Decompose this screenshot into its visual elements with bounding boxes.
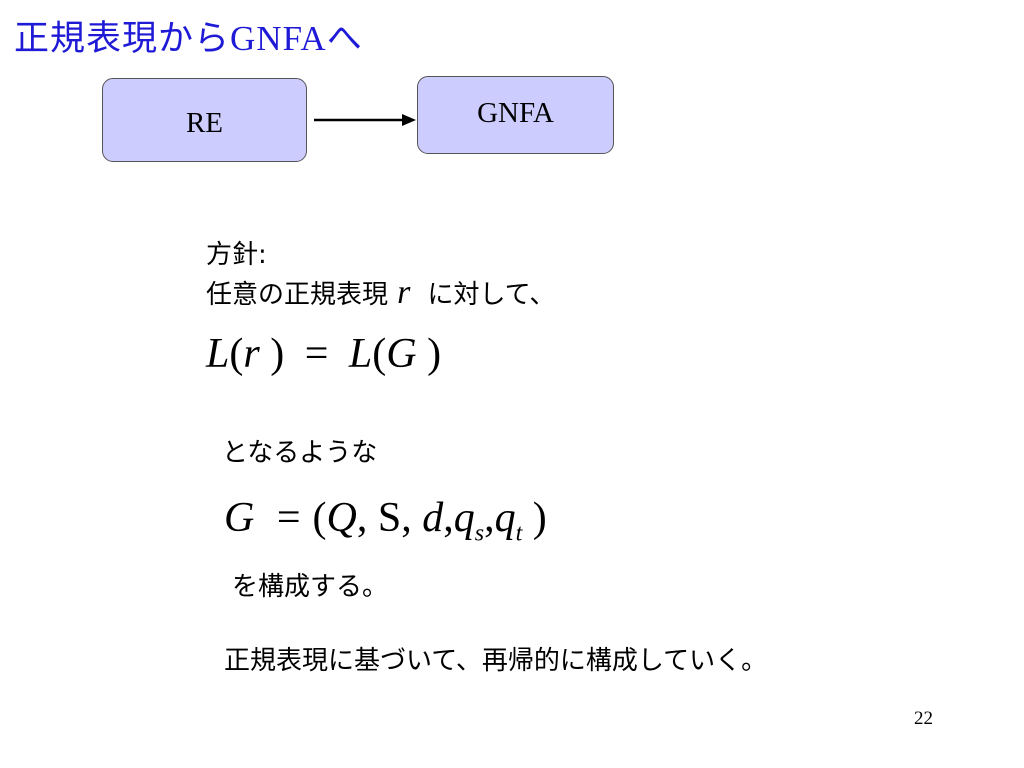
construct-text: を構成する。 xyxy=(232,572,389,602)
policy-label: 方針: xyxy=(206,240,267,270)
eq1-equals: = xyxy=(304,331,329,377)
right-arrow-icon xyxy=(314,112,418,128)
page-number: 22 xyxy=(914,708,933,729)
eq2-sub-s: s xyxy=(474,520,485,547)
title-jp: 正規表現から xyxy=(14,19,231,59)
eq1-lhs-fn: L xyxy=(206,331,230,377)
eq1-rhs-arg: G xyxy=(386,331,417,377)
slide-title: 正規表現からGNFAへ xyxy=(14,10,363,61)
equation-language: L(r ) = L(G ) xyxy=(206,331,442,377)
eq2-qs: q xyxy=(453,495,475,541)
eq2-lhs: G xyxy=(224,495,255,541)
equation-gnfa-tuple: G =(Q, S, d,qs,qt ) xyxy=(224,495,547,547)
line1-post: に対して、 xyxy=(427,280,556,310)
eq2-d: d xyxy=(422,495,444,541)
re-box: RE xyxy=(102,78,307,162)
title-suffix: へ xyxy=(326,19,363,59)
eq1-lhs-arg: r xyxy=(243,331,260,377)
eq1-rhs-fn: L xyxy=(348,331,373,377)
eq2-sub-t: t xyxy=(515,520,523,547)
eq2-equals: = xyxy=(276,495,301,541)
var-r: r xyxy=(397,274,411,311)
eq2-qt: q xyxy=(494,495,516,541)
line1-pre: 任意の正規表現 xyxy=(206,280,389,310)
gnfa-box: GNFA xyxy=(417,76,614,154)
gnfa-box-label: GNFA xyxy=(477,96,554,129)
title-latin: GNFA xyxy=(230,19,327,58)
recursive-note: 正規表現に基づいて、再帰的に構成していく。 xyxy=(224,646,768,676)
eq2-S: S xyxy=(377,495,402,541)
policy-line: 任意の正規表現 r に対して、 xyxy=(206,274,555,312)
re-box-label: RE xyxy=(185,106,224,139)
eq2-Q: Q xyxy=(326,495,357,541)
such-that-text: となるような xyxy=(222,438,378,468)
